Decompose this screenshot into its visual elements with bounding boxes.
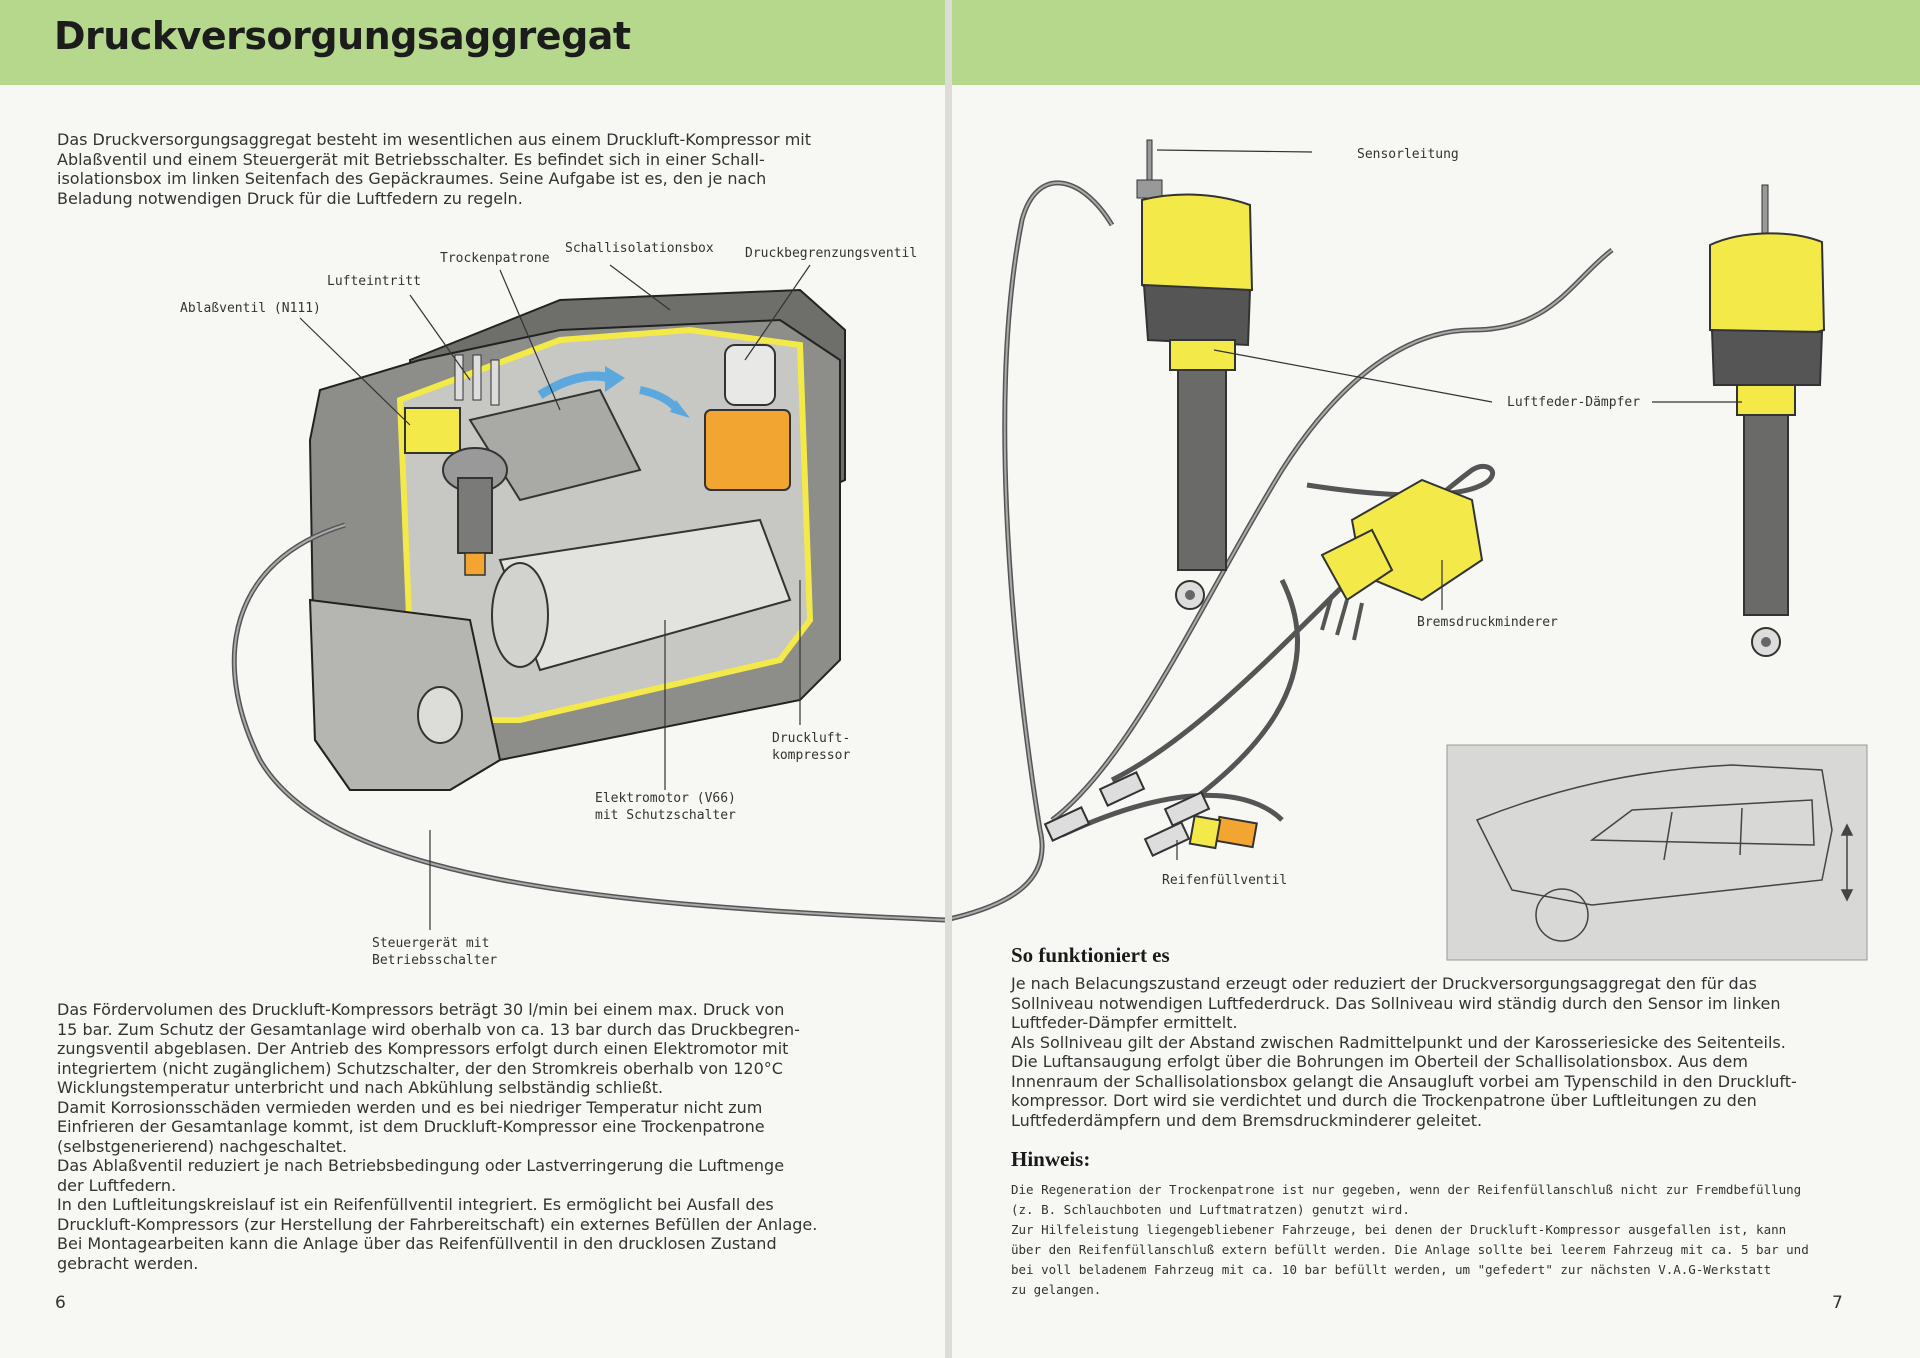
label-druckluftkompressor: Druckluft- kompressor — [772, 731, 851, 763]
compressor-illustration — [231, 264, 945, 930]
hint-heading: Hinweis: — [1011, 1147, 1091, 1171]
page-number-left: 6 — [55, 1293, 66, 1313]
brake-pressure-regulator — [1320, 478, 1484, 641]
label-druckbegrenzungsventil: Druckbegrenzungsventil — [745, 246, 918, 261]
left-air-strut — [1136, 139, 1254, 610]
right-air-strut — [1709, 184, 1826, 657]
pressure-limiting-valve — [704, 409, 791, 491]
airflow-arrow — [537, 371, 612, 399]
car-inset — [1446, 744, 1868, 961]
label-luftfeder-daempfer: Luftfeder-Dämpfer — [1507, 395, 1641, 410]
right-page: Sensorleitung Luftfeder-Dämpfer Bremsdru… — [952, 0, 1920, 1358]
air-suspension-illustration — [952, 139, 1868, 961]
label-sensorleitung: Sensorleitung — [1357, 147, 1459, 162]
body-paragraph-right: Je nach Belacungszustand erzeugt oder re… — [1011, 974, 1797, 1130]
header-band-right — [952, 0, 1920, 85]
tyre-filling-valve — [1214, 815, 1258, 849]
page-gutter — [945, 0, 952, 1358]
label-bremsdruckminderer: Bremsdruckminderer — [1417, 615, 1558, 630]
label-lufteintritt: Lufteintritt — [327, 274, 421, 289]
label-schallisolationsbox: Schallisolationsbox — [565, 241, 714, 256]
label-reifenfuellventil: Reifenfüllventil — [1162, 873, 1288, 888]
drain-valve — [404, 407, 461, 454]
body-paragraph-left: Das Fördervolumen des Druckluft-Kompress… — [57, 1000, 818, 1273]
label-elektromotor: Elektromotor (V66) mit Schutzschalter — [595, 791, 736, 823]
label-ablassventil: Ablaßventil (N111) — [180, 301, 321, 316]
intro-paragraph: Das Druckversorgungsaggregat besteht im … — [57, 130, 812, 208]
header-band — [0, 0, 945, 85]
label-steuergeraet: Steuergerät mit Betriebsschalter — [372, 936, 498, 968]
page-title: Druckversorgungsaggregat — [54, 14, 631, 58]
left-page: Druckversorgungsaggregat Das Druckversor… — [0, 0, 945, 1358]
hint-text: Die Regeneration der Trockenpatrone ist … — [1011, 1182, 1809, 1297]
label-trockenpatrone: Trockenpatrone — [440, 251, 550, 266]
page-number-right: 7 — [1832, 1293, 1843, 1313]
housing-front — [308, 598, 502, 791]
section-heading: So funktioniert es — [1011, 943, 1170, 967]
